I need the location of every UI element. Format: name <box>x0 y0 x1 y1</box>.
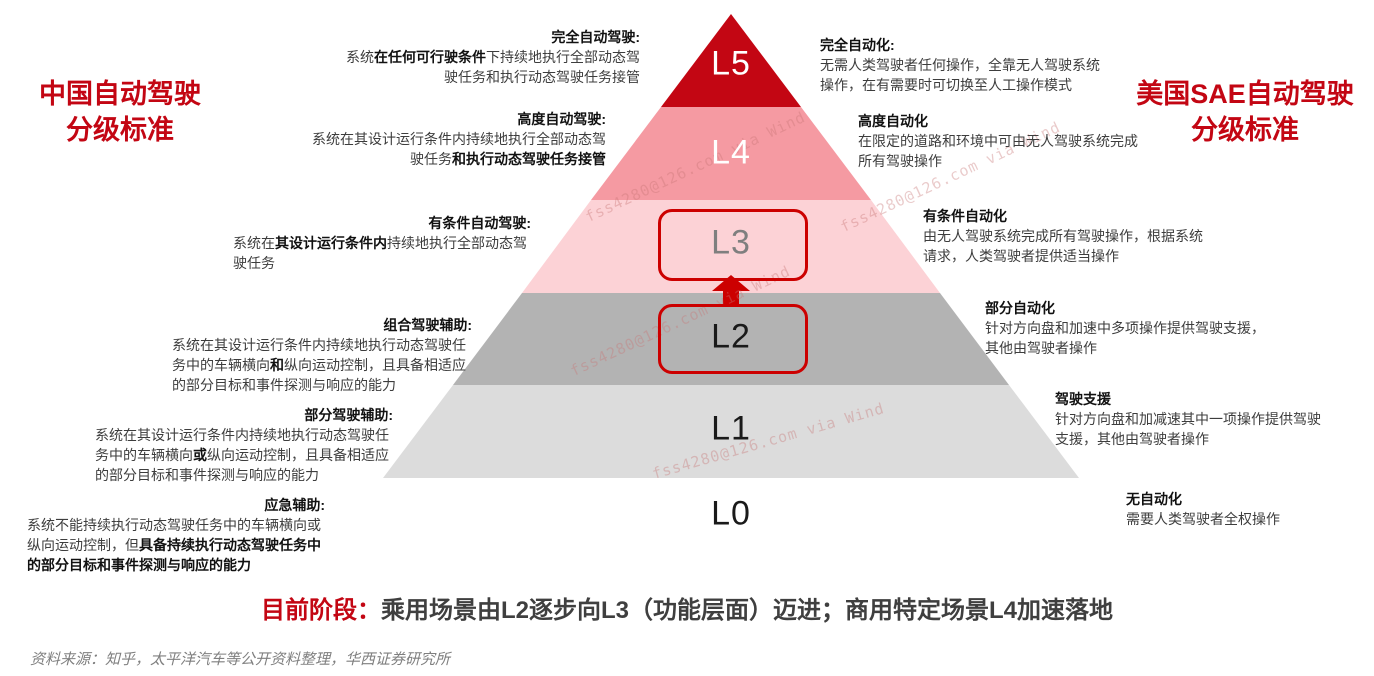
china-l3-annotation: 有条件自动驾驶: 系统在其设计运行条件内持续地执行全部动态驾驶任务 <box>233 214 531 274</box>
sae-l3-heading: 有条件自动化 <box>923 208 1007 224</box>
sae-l1-annotation: 驾驶支援 针对方向盘和加减速其中一项操作提供驾驶支援，其他由驾驶者操作 <box>1055 390 1331 450</box>
current-stage-text: 乘用场景由L2逐步向L3（功能层面）迈进；商用特定场景L4加速落地 <box>380 597 1114 624</box>
pyramid-label-l1: L1 <box>711 409 751 448</box>
pyramid-band-l3 <box>522 200 940 293</box>
pyramid-band-l2 <box>453 293 1009 385</box>
china-l4-heading: 高度自动驾驶: <box>517 111 606 127</box>
pyramid-band-l1 <box>383 385 1079 478</box>
china-l0-body: 系统不能持续执行动态驾驶任务中的车辆横向或纵向运动控制，但具备持续执行动态驾驶任… <box>27 516 321 573</box>
pyramid-band-l5 <box>661 14 801 107</box>
sae-l2-annotation: 部分自动化 针对方向盘和加速中多项操作提供驾驶支援，其他由驾驶者操作 <box>985 299 1269 359</box>
china-title-line2: 分级标准 <box>66 115 174 146</box>
sae-l1-body: 针对方向盘和加减速其中一项操作提供驾驶支援，其他由驾驶者操作 <box>1055 410 1321 447</box>
china-l2-annotation: 组合驾驶辅助: 系统在其设计运行条件内持续地执行动态驾驶任务中的车辆横向和纵向运… <box>172 316 472 396</box>
sae-l2-body: 针对方向盘和加速中多项操作提供驾驶支援，其他由驾驶者操作 <box>985 319 1265 356</box>
china-l5-annotation: 完全自动驾驶: 系统在任何可行驶条件下持续地执行全部动态驾驶任务和执行动态驾驶任… <box>342 28 640 88</box>
pyramid-band-l4 <box>591 107 871 200</box>
china-l1-annotation: 部分驾驶辅助: 系统在其设计运行条件内持续地执行动态驾驶任务中的车辆横向或纵向运… <box>95 406 393 486</box>
china-l1-heading: 部分驾驶辅助: <box>304 407 393 423</box>
sae-l3-body: 由无人驾驶系统完成所有驾驶操作，根据系统请求，人类驾驶者提供适当操作 <box>923 227 1203 264</box>
sae-l4-heading: 高度自动化 <box>858 113 928 129</box>
china-l3-heading: 有条件自动驾驶: <box>428 215 531 231</box>
current-stage-prefix: 目前阶段： <box>260 597 381 624</box>
china-standard-title: 中国自动驾驶 分级标准 <box>10 76 230 149</box>
source-note: 资料来源：知乎，太平洋汽车等公开资料整理，华西证券研究所 <box>30 651 451 668</box>
sae-title-line2: 分级标准 <box>1191 115 1299 146</box>
china-l2-heading: 组合驾驶辅助: <box>383 317 472 333</box>
sae-l0-annotation: 无自动化 需要人类驾驶者全权操作 <box>1126 490 1366 530</box>
china-l4-body: 系统在其设计运行条件内持续地执行全部动态驾驶任务和执行动态驾驶任务接管 <box>312 130 606 167</box>
sae-l4-body: 在限定的道路和环境中可由无人驾驶系统完成所有驾驶操作 <box>858 132 1138 169</box>
china-l4-annotation: 高度自动驾驶: 系统在其设计运行条件内持续地执行全部动态驾驶任务和执行动态驾驶任… <box>308 110 606 170</box>
pyramid-label-l2: L2 <box>711 317 751 356</box>
china-l0-annotation: 应急辅助: 系统不能持续执行动态驾驶任务中的车辆横向或纵向运动控制，但具备持续执… <box>27 496 325 576</box>
china-l1-body: 系统在其设计运行条件内持续地执行动态驾驶任务中的车辆横向或纵向运动控制，且具备相… <box>95 426 389 483</box>
sae-l5-body: 无需人类驾驶者任何操作，全靠无人驾驶系统操作，在有需要时可切换至人工操作模式 <box>820 56 1100 93</box>
sae-l4-annotation: 高度自动化 在限定的道路和环境中可由无人驾驶系统完成所有驾驶操作 <box>858 112 1142 172</box>
sae-l5-annotation: 完全自动化: 无需人类驾驶者任何操作，全靠无人驾驶系统操作，在有需要时可切换至人… <box>820 36 1104 96</box>
sae-l5-heading: 完全自动化: <box>820 37 895 53</box>
china-l0-heading: 应急辅助: <box>264 497 325 513</box>
current-stage-banner: 目前阶段：乘用场景由L2逐步向L3（功能层面）迈进；商用特定场景L4加速落地 <box>0 590 1374 625</box>
sae-l0-heading: 无自动化 <box>1126 491 1182 507</box>
l3-highlight-box <box>658 209 808 281</box>
sae-l0-body: 需要人类驾驶者全权操作 <box>1126 510 1280 527</box>
china-title-line1: 中国自动驾驶 <box>39 79 201 109</box>
l2-to-l3-up-arrow-icon <box>712 275 750 306</box>
sae-title-line1: 美国SAE自动驾驶 <box>1136 79 1354 109</box>
l2-highlight-box <box>658 304 808 374</box>
china-l3-body: 系统在其设计运行条件内持续地执行全部动态驾驶任务 <box>233 234 527 271</box>
china-l5-heading: 完全自动驾驶: <box>551 29 640 45</box>
pyramid-label-l0: L0 <box>711 494 751 533</box>
sae-l2-heading: 部分自动化 <box>985 300 1055 316</box>
china-l5-body: 系统在任何可行驶条件下持续地执行全部动态驾驶任务和执行动态驾驶任务接管 <box>346 48 640 85</box>
sae-standard-title: 美国SAE自动驾驶 分级标准 <box>1122 76 1368 149</box>
sae-l3-annotation: 有条件自动化 由无人驾驶系统完成所有驾驶操作，根据系统请求，人类驾驶者提供适当操… <box>923 207 1213 267</box>
china-l2-body: 系统在其设计运行条件内持续地执行动态驾驶任务中的车辆横向和纵向运动控制，且具备相… <box>172 336 466 393</box>
pyramid-label-l5: L5 <box>711 44 751 83</box>
sae-l1-heading: 驾驶支援 <box>1055 391 1111 407</box>
pyramid-label-l4: L4 <box>711 133 751 172</box>
pyramid-label-l3: L3 <box>711 223 751 262</box>
